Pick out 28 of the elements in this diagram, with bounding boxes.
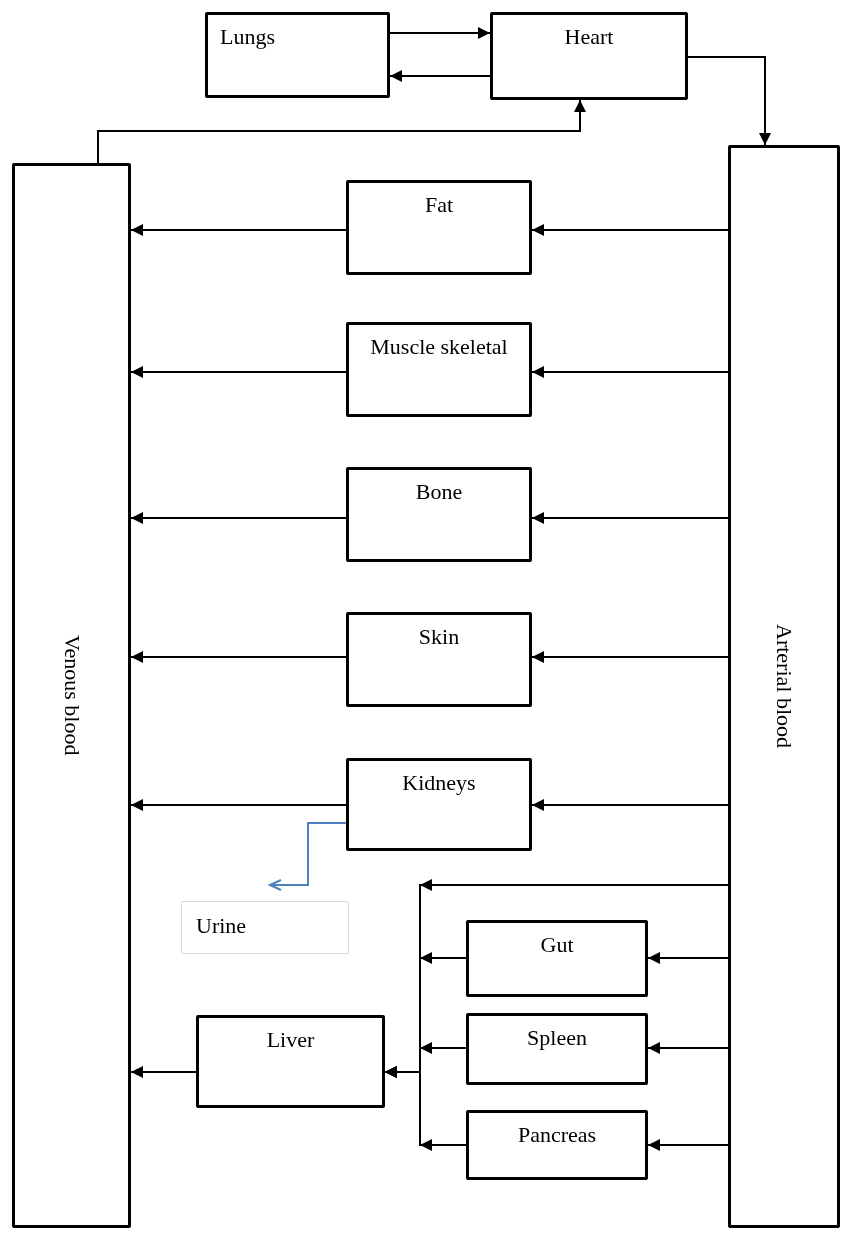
organ-box: [346, 612, 532, 707]
node-label: Skin: [418, 623, 460, 651]
organ-box: [346, 180, 532, 275]
node-label: Heart: [564, 23, 614, 51]
organ-box: [346, 467, 532, 562]
organ-box: [466, 1013, 648, 1085]
node-label: Kidneys: [402, 769, 476, 797]
organ-box: [196, 1015, 385, 1108]
node-label: Liver: [266, 1026, 315, 1054]
organ-box: [346, 322, 532, 417]
organ-box: [466, 920, 648, 997]
node-label: Pancreas: [517, 1121, 597, 1149]
node-label: Muscle skeletal: [370, 333, 508, 361]
blood-compartment-box: [728, 145, 840, 1228]
node-label: Urine: [196, 912, 247, 940]
node-label: Arterial blood: [771, 624, 799, 749]
output-box: [181, 901, 349, 954]
organ-box: [466, 1110, 648, 1180]
node-label: Lungs: [220, 23, 275, 51]
node-label: Venous blood: [58, 635, 86, 756]
blood-compartment-box: [12, 163, 131, 1228]
node-label: Fat: [424, 191, 454, 219]
node-label: Bone: [415, 478, 463, 506]
organ-box: [346, 758, 532, 851]
node-label: Spleen: [527, 1024, 587, 1052]
node-label: Gut: [540, 931, 574, 959]
organ-box: [490, 12, 688, 100]
organ-box: [205, 12, 390, 98]
